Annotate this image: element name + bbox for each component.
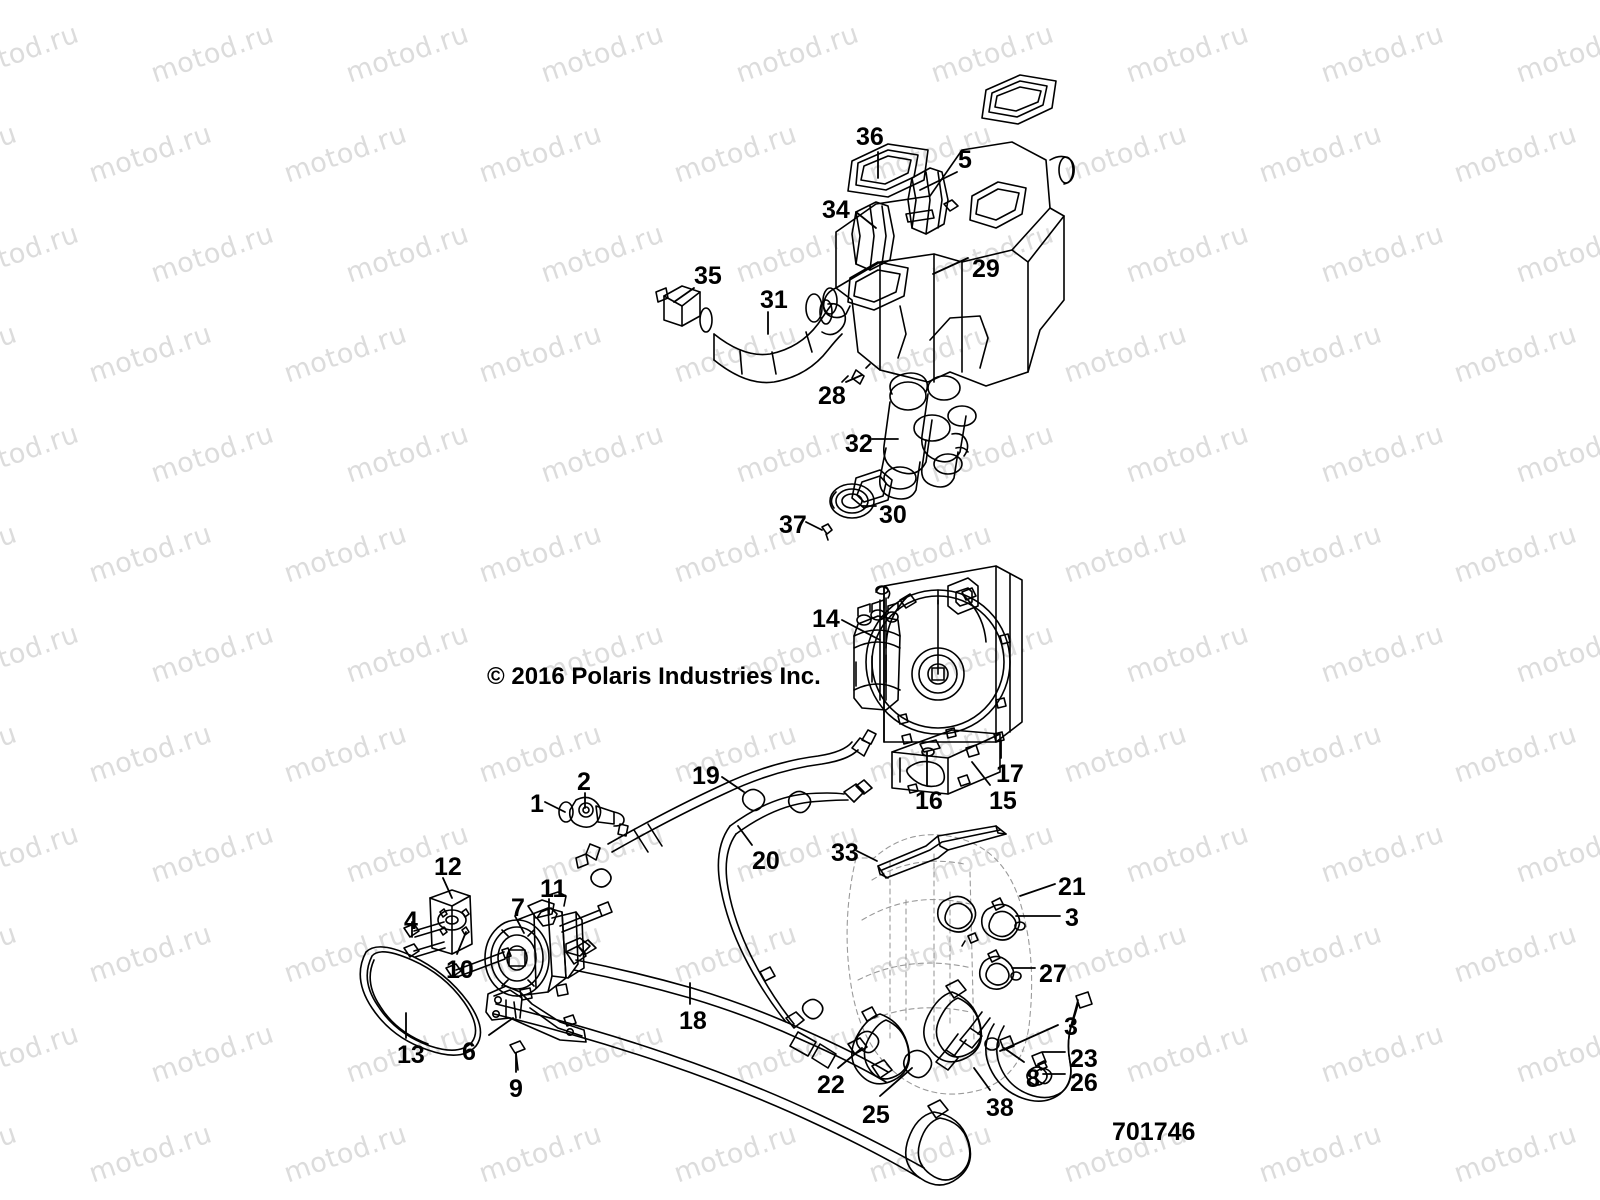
- mounting-bracket-tray-16: [891, 729, 1001, 795]
- callout-number-9: 9: [509, 1075, 523, 1103]
- bolt-kit-38: [935, 1011, 1000, 1071]
- screw-28: [841, 363, 871, 385]
- callout-number-18: 18: [679, 1007, 707, 1035]
- callout-number-25: 25: [862, 1101, 890, 1129]
- callout-number-17: 17: [996, 760, 1024, 788]
- callout-number-7: 7: [511, 894, 525, 922]
- duct-manifold-32: [878, 372, 977, 500]
- callout-number-34: 34: [822, 196, 850, 224]
- leader-line-12: [442, 877, 453, 899]
- leader-line-25: [879, 1067, 913, 1097]
- callout-number-26: 26: [1070, 1069, 1098, 1097]
- clip-37: [821, 523, 833, 541]
- leader-line-29: [932, 257, 969, 275]
- small-fastener-mid: [961, 932, 979, 947]
- leader-line-35: [673, 287, 695, 303]
- bolt-4-upper: [403, 921, 446, 938]
- callout-number-30: 30: [879, 501, 907, 529]
- leader-line-14: [841, 619, 881, 641]
- leader-line-10: [456, 931, 467, 955]
- leader-line-38: [973, 1067, 991, 1091]
- callout-number-35: 35: [694, 262, 722, 290]
- callout-number-11: 11: [540, 875, 567, 903]
- callout-number-21: 21: [1058, 873, 1086, 901]
- callout-number-10: 10: [446, 956, 474, 984]
- hose-loop-b: [851, 1013, 911, 1085]
- compressor-pulley-12: [429, 889, 473, 955]
- leader-line-19: [721, 776, 745, 793]
- leader-line-6: [488, 1017, 514, 1036]
- leader-line-33: [856, 850, 878, 862]
- hose-clamp-35: [655, 285, 713, 333]
- leader-line-28: [845, 374, 863, 383]
- leader-line-20: [737, 825, 753, 846]
- seal-ring-31: [805, 293, 823, 323]
- foam-seal-33: [877, 825, 1007, 879]
- service-port-2: [558, 796, 629, 837]
- duct-grommet-upper: [981, 74, 1057, 125]
- duct-nozzle-34: [851, 201, 895, 271]
- leader-line-8: [1003, 1047, 1025, 1063]
- hose-clamp-3-upper: [980, 897, 1026, 941]
- callout-number-3: 3: [1065, 904, 1079, 932]
- callout-number-6: 6: [462, 1038, 476, 1066]
- callout-number-1: 1: [530, 790, 544, 818]
- leader-line-15: [971, 761, 991, 786]
- leader-line-22: [837, 1047, 863, 1069]
- callout-number-29: 29: [972, 255, 1000, 283]
- hose-clamp-3-mid: [936, 895, 977, 933]
- callout-number-31: 31: [760, 286, 788, 314]
- hose-loop-c: [904, 1099, 972, 1186]
- callout-number-33: 33: [831, 839, 859, 867]
- callout-number-5: 5: [958, 146, 972, 174]
- line-22: [493, 1003, 933, 1179]
- callout-number-15: 15: [989, 787, 1017, 815]
- callout-number-36: 36: [856, 123, 884, 151]
- clamp-26: [1026, 1060, 1048, 1086]
- leader-line-3: [999, 1024, 1059, 1052]
- leader-line-7: [514, 915, 525, 934]
- bolt-10: [445, 947, 512, 978]
- callout-number-37: 37: [779, 511, 807, 539]
- callout-number-22: 22: [817, 1071, 845, 1099]
- callout-number-20: 20: [752, 847, 780, 875]
- refrigerant-line-19: [575, 729, 877, 869]
- copyright-notice: © 2016 Polaris Industries Inc.: [487, 663, 821, 690]
- callout-number-14: 14: [812, 605, 840, 633]
- callout-number-4: 4: [404, 907, 418, 935]
- callout-number-16: 16: [915, 787, 943, 815]
- duct-boot-30: [829, 469, 893, 519]
- leader-line-21: [1019, 883, 1056, 897]
- leader-line-5: [919, 171, 958, 191]
- callout-number-13: 13: [397, 1041, 425, 1069]
- line-clips: [590, 868, 878, 1022]
- hose-clamp-27: [978, 949, 1022, 990]
- callout-number-28: 28: [818, 382, 846, 410]
- drive-belt-13: [359, 946, 482, 1056]
- leader-line-34: [855, 211, 877, 229]
- callout-number-12: 12: [434, 853, 462, 881]
- receiver-drier-14: [853, 599, 901, 711]
- leader-line-37: [805, 521, 823, 531]
- callout-number-19: 19: [692, 762, 720, 790]
- ac-compressor-7: [484, 891, 613, 1001]
- callout-number-8: 8: [1026, 1065, 1040, 1093]
- air-intake-hose-31: [713, 299, 847, 384]
- callout-number-2: 2: [577, 768, 591, 796]
- callout-number-23: 23: [1070, 1045, 1098, 1073]
- leader-line-1: [544, 801, 566, 813]
- compressor-bracket-6: [485, 985, 587, 1043]
- callout-number-32: 32: [845, 430, 873, 458]
- callout-number-38: 38: [986, 1094, 1014, 1122]
- diagram-part-number: 701746: [1112, 1118, 1196, 1146]
- callout-number-27: 27: [1039, 960, 1067, 988]
- refrigerant-line-20: [717, 779, 873, 1029]
- callout-number-3: 3: [1064, 1013, 1078, 1041]
- hvac-plenum-assembly: [822, 141, 1075, 387]
- fitting-block-8: [999, 1035, 1015, 1051]
